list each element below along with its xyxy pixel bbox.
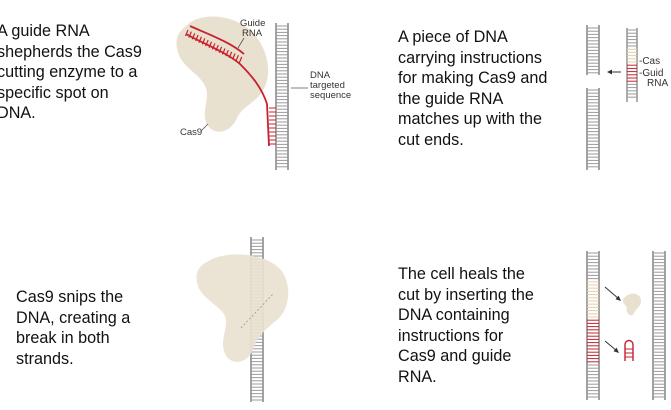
rna-base-tick bbox=[205, 39, 209, 47]
guide-rna-label-line2: RNA bbox=[242, 28, 263, 39]
guide-rna-strand bbox=[184, 25, 276, 147]
rna-base-tick bbox=[198, 36, 202, 43]
cas9-protein-small bbox=[622, 293, 641, 316]
rna-base-tick bbox=[201, 38, 206, 45]
step-4-description: The cell heals the cut by inserting the … bbox=[398, 265, 534, 386]
guide-insert-label-line1: -Guid bbox=[639, 68, 663, 79]
cas9-protein bbox=[196, 254, 289, 362]
arrow-icon bbox=[607, 69, 621, 75]
guide-rna-small bbox=[624, 339, 634, 361]
rna-base-tick bbox=[211, 43, 216, 50]
cas9-protein bbox=[176, 16, 269, 132]
rna-base-tick bbox=[225, 49, 229, 57]
cut-dna-bottom bbox=[586, 88, 600, 170]
guide-rna-label-line1: Guide bbox=[240, 18, 265, 29]
arrow-icon bbox=[604, 286, 621, 301]
step-3-description: Cas9 snips the DNA, creating a break in … bbox=[16, 288, 131, 368]
dna-label-line2: targeted bbox=[310, 80, 345, 91]
rna-base-tick bbox=[191, 33, 196, 40]
rna-base-tick bbox=[195, 34, 199, 42]
rna-base-tick bbox=[188, 31, 192, 38]
panel-guide-rna-targeting: Guide RNA Cas9 DNA targeted sequence bbox=[176, 16, 351, 170]
rna-base-tick bbox=[231, 53, 236, 60]
dna-label-line1: DNA bbox=[310, 70, 331, 81]
cas9-label: Cas9 bbox=[180, 127, 202, 138]
rna-base-tick bbox=[235, 54, 239, 62]
rna-base-tick bbox=[228, 51, 233, 59]
second-dna-strand bbox=[652, 251, 666, 400]
rna-base-tick bbox=[208, 41, 213, 48]
repaired-dna bbox=[586, 251, 600, 400]
panel-cas9-cut bbox=[196, 237, 289, 402]
repair-dna-piece bbox=[626, 28, 638, 102]
dna-double-helix bbox=[275, 23, 289, 170]
arrow-icon bbox=[604, 340, 619, 353]
guide-insert-label-line2: RNA bbox=[647, 78, 668, 89]
rna-base-tick bbox=[221, 48, 226, 55]
cut-dna-top bbox=[586, 25, 600, 75]
rna-base-tick bbox=[238, 56, 243, 64]
step-2-description: A piece of DNA carrying instructions for… bbox=[398, 28, 548, 149]
step-1-description: A guide RNA shepherds the Cas9 cutting e… bbox=[0, 22, 142, 123]
dna-label-line3: sequence bbox=[310, 90, 351, 101]
rna-base-tick bbox=[215, 44, 219, 52]
rna-base-tick bbox=[218, 46, 223, 54]
cas9-insert-label: -Cas bbox=[639, 56, 660, 67]
panel-repair-template: -Cas -Guid RNA bbox=[586, 25, 668, 170]
panel-cell-repair bbox=[586, 251, 666, 400]
rna-base-tick bbox=[184, 29, 189, 37]
